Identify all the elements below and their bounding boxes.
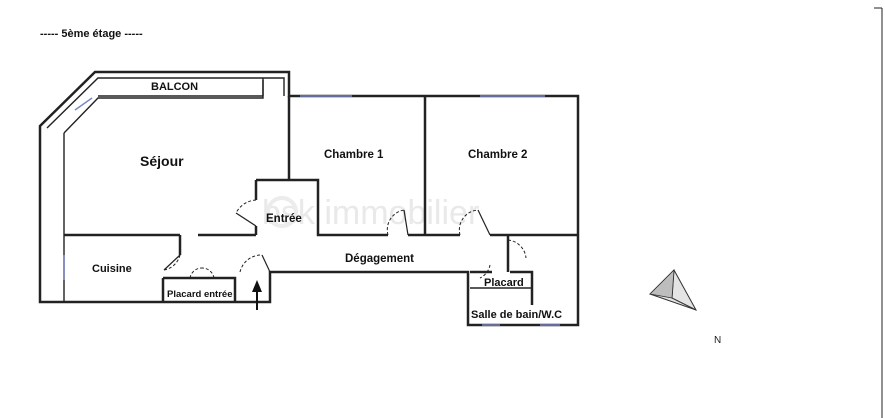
windows (63, 95, 560, 326)
interior-walls (64, 96, 578, 305)
room-label-placard: Placard (484, 277, 524, 289)
doors (163, 199, 527, 279)
room-label-placard-entree: Placard entrée (167, 289, 232, 300)
entry-arrow (252, 280, 262, 310)
balcony (46, 77, 285, 129)
watermark-logo (266, 196, 298, 228)
room-label-chambre2: Chambre 2 (468, 149, 527, 161)
compass-icon (649, 268, 698, 311)
room-label-sejour: Séjour (140, 153, 184, 169)
room-label-salle-de-bain: Salle de bain/W.C (471, 309, 562, 321)
watermark: bsk immobilier (262, 194, 479, 232)
room-label-degagement: Dégagement (345, 253, 414, 265)
floor-label: ----- 5ème étage ----- (40, 28, 143, 40)
room-label-balcon: BALCON (151, 81, 198, 93)
room-label-chambre1: Chambre 1 (324, 149, 384, 161)
room-label-cuisine: Cuisine (92, 263, 132, 275)
compass-label: N (714, 335, 721, 346)
room-label-entree: Entrée (266, 213, 302, 225)
